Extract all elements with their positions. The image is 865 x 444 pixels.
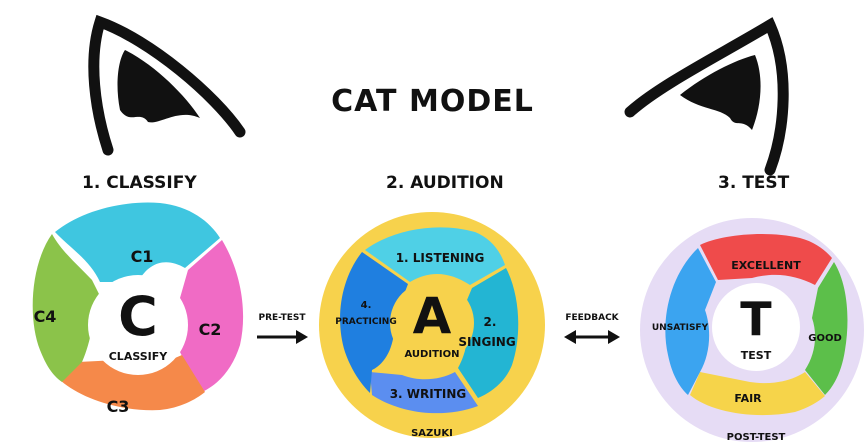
c3-label: C3 [107, 397, 130, 416]
test-center-circle [712, 283, 800, 371]
feedback-label: FEEDBACK [565, 313, 619, 323]
arrow-right-icon [257, 330, 308, 344]
segment-listening [365, 227, 505, 285]
post-test-label: POST-TEST [727, 432, 786, 443]
cat-ear-right-icon [624, 17, 789, 176]
arrow-double-icon [564, 330, 620, 344]
audition-heading: 2. AUDITION [386, 173, 504, 193]
cat-ear-left-icon [88, 14, 246, 156]
unsatisfy-label: UNSATISFY [652, 323, 709, 333]
segment-practicing [340, 252, 408, 393]
audition-center-circle [390, 281, 474, 365]
classify-center-label: CLASSIFY [109, 350, 169, 363]
segment-excellent [700, 234, 832, 285]
segment-c1 [55, 202, 220, 282]
segment-c4 [32, 234, 102, 382]
practicing-number-label: 4. [361, 300, 372, 311]
c2-label: C2 [199, 320, 222, 339]
listening-label: 1. LISTENING [396, 251, 485, 265]
sazuki-label: SAZUKI [411, 428, 453, 439]
good-label: GOOD [808, 333, 842, 344]
singing-number-label: 2. [484, 315, 497, 329]
segment-good [805, 262, 848, 395]
fair-label: FAIR [734, 392, 762, 405]
segment-singing [458, 268, 519, 398]
audition-wheel: A AUDITION 1. LISTENING 2. SINGING 3. WR… [319, 212, 545, 439]
test-heading: 3. TEST [718, 173, 790, 193]
test-center-label: TEST [741, 349, 772, 362]
test-wheel: T TEST EXCELLENT GOOD FAIR UNSATISFY POS… [640, 218, 864, 443]
practicing-label: PRACTICING [335, 317, 396, 327]
segment-c3 [60, 355, 205, 411]
classify-heading: 1. CLASSIFY [82, 173, 197, 193]
segment-c2 [178, 240, 244, 393]
test-letter: T [740, 292, 772, 346]
classify-center-circle [88, 275, 188, 375]
page-title: CAT MODEL [331, 84, 534, 119]
segment-unsatisfy [665, 248, 716, 395]
segment-writing [370, 372, 478, 414]
c1-label: C1 [131, 247, 154, 266]
writing-label: 3. WRITING [390, 387, 467, 401]
excellent-label: EXCELLENT [731, 259, 801, 272]
c4-label: C4 [34, 307, 57, 326]
audition-center-label: AUDITION [405, 349, 460, 360]
pre-test-label: PRE-TEST [259, 313, 307, 323]
classify-letter: C [118, 285, 158, 348]
audition-letter: A [413, 287, 452, 345]
classify-wheel: C CLASSIFY C1 C2 C3 C4 [32, 202, 244, 416]
segment-fair [690, 372, 825, 416]
singing-label: SINGING [458, 335, 515, 349]
